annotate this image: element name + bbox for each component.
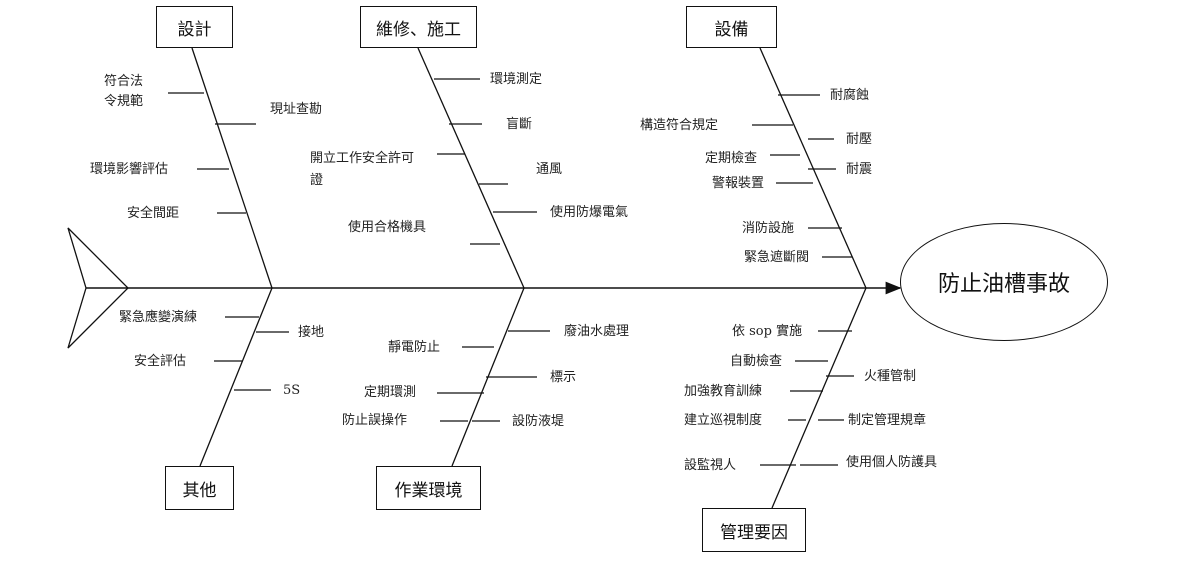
- cause-label: 環境影響評估: [90, 162, 169, 177]
- cause-label: 通風: [536, 162, 563, 177]
- cause-label: 使用個人防護具: [846, 455, 938, 470]
- cause-label: 消防設施: [742, 221, 795, 236]
- cause-label: 構造符合規定: [640, 118, 719, 133]
- cause-label: 自動檢查: [730, 354, 783, 369]
- cause-label: 建立巡視制度: [684, 413, 763, 428]
- cause-label: 符合法 令規範: [104, 74, 144, 109]
- cause-label: 防止誤操作: [342, 413, 408, 428]
- cause-label: 耐壓: [846, 132, 873, 147]
- cause-label: 靜電防止: [388, 340, 441, 355]
- cause-label: 安全評估: [134, 354, 187, 369]
- cause-label: 定期環測: [364, 385, 417, 400]
- bone-maintenance: [417, 47, 525, 289]
- cause-label: 火種管制: [864, 369, 917, 384]
- ticks-maintenance: [434, 78, 537, 245]
- ticks-equipment: [752, 94, 852, 258]
- ticks-environment: [437, 330, 550, 422]
- goal-label: 防止油槽事故: [937, 272, 1070, 297]
- bone-equipment: [759, 47, 867, 289]
- goal-ellipse: 防止油槽事故: [900, 223, 1108, 341]
- category-management: 管理要因: [702, 508, 806, 552]
- cause-label: 使用防爆電氣: [550, 205, 629, 220]
- bone-management: [771, 287, 867, 509]
- cause-label: 緊急應變演練: [119, 310, 198, 325]
- category-environment: 作業環境: [376, 466, 481, 510]
- fish-tail: [67, 227, 129, 349]
- cause-label: 定期檢查: [705, 151, 758, 166]
- cause-label: 加強教育訓練: [684, 384, 763, 399]
- category-design: 設計: [156, 6, 233, 48]
- category-equipment: 設備: [686, 6, 777, 48]
- cause-label: 使用合格機具: [348, 220, 427, 235]
- cause-label: 依 sop 實施: [732, 324, 803, 339]
- ticks-management: [760, 330, 854, 466]
- ticks-design: [168, 92, 256, 214]
- cause-label: 盲斷: [506, 117, 533, 132]
- cause-label: 警報裝置: [712, 176, 765, 191]
- category-other: 其他: [165, 466, 234, 510]
- cause-label: 接地: [298, 325, 325, 340]
- ticks-other: [214, 316, 289, 391]
- cause-label: 開立工作安全許可 證: [310, 151, 415, 188]
- cause-label: 耐腐蝕: [830, 88, 870, 103]
- cause-label: 標示: [550, 370, 577, 385]
- cause-label: 環境測定: [490, 72, 543, 87]
- bone-other: [199, 287, 273, 467]
- cause-label: 耐震: [846, 162, 873, 177]
- cause-label: 設監視人: [684, 458, 737, 473]
- cause-label: 5S: [283, 383, 301, 398]
- category-maintenance: 維修、施工: [360, 6, 477, 48]
- bone-design: [191, 47, 273, 289]
- cause-label: 設防液堤: [512, 414, 565, 429]
- cause-label: 制定管理規章: [848, 413, 927, 428]
- cause-label: 安全間距: [127, 206, 180, 221]
- cause-label: 廢油水處理: [564, 324, 630, 339]
- cause-label: 緊急遮斷閥: [744, 250, 810, 265]
- cause-label: 現址查勘: [270, 102, 323, 117]
